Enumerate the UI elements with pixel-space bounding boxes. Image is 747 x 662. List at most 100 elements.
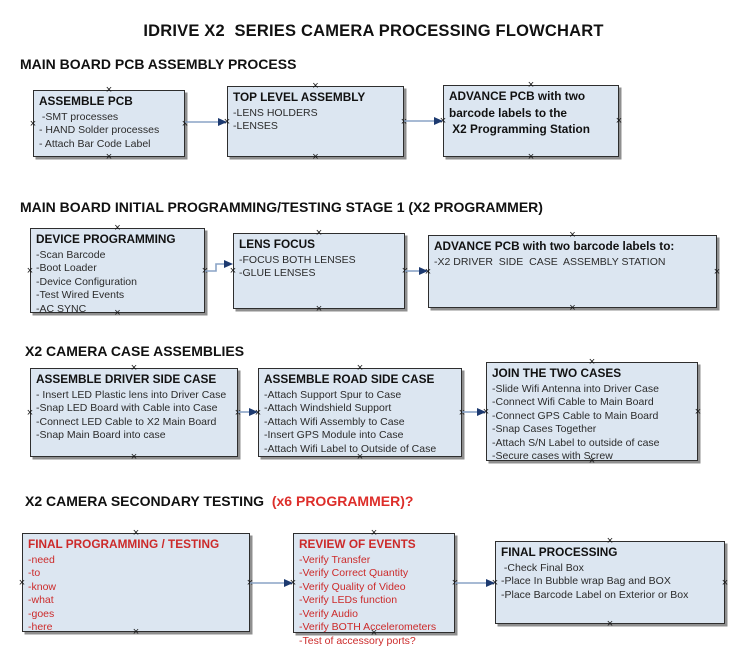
process-step: -Test of accessory ports?: [299, 634, 416, 647]
anchor-mark-icon: ×: [223, 115, 231, 128]
section-heading-secondary-testing: X2 CAMERA SECONDARY TESTING (x6 PROGRAMM…: [25, 493, 414, 509]
anchor-mark-icon: ×: [401, 265, 409, 277]
process-step: -AC SYNC: [36, 302, 87, 315]
process-step: -Snap LED Board with Cable into Case: [36, 402, 218, 415]
anchor-mark-icon: ×: [713, 265, 721, 278]
box-title: ASSEMBLE DRIVER SIDE CASE: [36, 372, 217, 386]
process-step: -Connect GPS Cable to Main Board: [492, 409, 659, 422]
step-list: -Scan Barcode-Boot Loader-Device Configu…: [36, 249, 200, 317]
anchor-mark-icon: ×: [439, 115, 447, 127]
step-list: -need-to-know-what-goes-here: [28, 554, 245, 635]
box-review-of-events: REVIEW OF EVENTS -Verify Transfer-Verify…: [290, 528, 458, 647]
anchor-mark-icon: ×: [424, 265, 432, 278]
anchor-mark-icon: ×: [527, 151, 535, 163]
page-title: IDRIVE X2 SERIES CAMERA PROCESSING FLOWC…: [143, 22, 604, 40]
anchor-mark-icon: ×: [721, 576, 729, 589]
box-device-programming: DEVICE PROGRAMMING -Scan Barcode-Boot Lo…: [27, 223, 208, 319]
anchor-mark-icon: ×: [29, 117, 37, 130]
process-step: -Snap Cases Together: [492, 423, 597, 436]
step-list: -Slide Wifi Antenna into Driver Case-Con…: [492, 383, 693, 464]
anchor-mark-icon: ×: [289, 577, 297, 589]
anchor-mark-icon: ×: [615, 115, 623, 127]
anchor-mark-icon: ×: [246, 576, 254, 589]
box-assemble-road-side-case: ASSEMBLE ROAD SIDE CASE -Attach Support …: [255, 363, 465, 463]
process-step: -Verify BOTH Accelerometers: [299, 621, 437, 634]
process-step: -LENS HOLDERS: [233, 106, 318, 119]
process-step: -Connect Wifi Cable to Main Board: [492, 396, 654, 409]
process-step: -Scan Barcode: [36, 248, 106, 261]
process-step: -Attach Support Spur to Case: [264, 388, 402, 401]
process-step: -goes: [28, 607, 55, 620]
box-assemble-pcb: ASSEMBLE PCB -SMT processes- HAND Solder…: [30, 85, 188, 163]
step-list: - Insert LED Plastic lens into Driver Ca…: [36, 389, 233, 443]
anchor-mark-icon: ×: [18, 576, 26, 589]
anchor-mark-icon: ×: [312, 151, 319, 163]
section-heading-initial-programming: MAIN BOARD INITIAL PROGRAMMING/TESTING S…: [20, 199, 543, 215]
process-step: -Test Wired Events: [36, 289, 125, 302]
box-lens-focus: LENS FOCUS -FOCUS BOTH LENSES-GLUE LENSE…: [230, 228, 408, 315]
box-top-level-assembly: TOP LEVEL ASSEMBLY -LENS HOLDERS-LENSES …: [224, 81, 407, 163]
process-step: -Boot Loader: [36, 262, 97, 275]
box-title: REVIEW OF EVENTS: [299, 537, 416, 551]
process-step: -here: [28, 621, 53, 634]
box-title: FINAL PROGRAMMING / TESTING: [28, 537, 220, 551]
anchor-mark-icon: ×: [26, 264, 34, 277]
step-list: -LENS HOLDERS-LENSES: [233, 107, 399, 134]
process-step: - Attach Bar Code Label: [39, 137, 151, 150]
anchor-mark-icon: ×: [254, 406, 262, 419]
box-title: ASSEMBLE PCB: [39, 94, 133, 108]
process-step: -Slide Wifi Antenna into Driver Case: [492, 382, 659, 395]
anchor-mark-icon: ×: [201, 264, 209, 277]
anchor-mark-icon: ×: [400, 115, 408, 128]
box-assemble-driver-side-case: ASSEMBLE DRIVER SIDE CASE - Insert LED P…: [27, 363, 241, 463]
process-step: -need: [28, 553, 55, 566]
anchor-mark-icon: ×: [606, 618, 614, 630]
process-step: -Device Configuration: [36, 275, 137, 288]
anchor-mark-icon: ×: [229, 265, 237, 277]
process-step: -Verify Quality of Video: [299, 580, 406, 593]
anchor-mark-icon: ×: [130, 451, 138, 463]
process-step: -Attach Windshield Support: [264, 402, 392, 415]
box-title: FINAL PROCESSING: [501, 545, 618, 559]
process-step: -Place In Bubble wrap Bag and BOX: [501, 575, 671, 588]
process-step: -Verify Correct Quantity: [299, 567, 409, 580]
box-final-processing: FINAL PROCESSING -Check Final Box-Place …: [492, 536, 728, 630]
connector-arrow: [185, 118, 227, 126]
box-title: DEVICE PROGRAMMING: [36, 232, 176, 246]
step-list: -X2 DRIVER SIDE CASE ASSEMBLY STATION: [434, 256, 712, 270]
box-title: TOP LEVEL ASSEMBLY: [233, 90, 366, 104]
connector-arrow: [405, 267, 428, 275]
section-heading-red-suffix: (x6 PROGRAMMER)?: [271, 493, 414, 509]
box-final-programming-testing: FINAL PROGRAMMING / TESTING -need-to-kno…: [19, 528, 253, 638]
process-step: -Insert GPS Module into Case: [264, 429, 404, 442]
process-step: -Verify LEDs function: [299, 594, 398, 607]
connector-arrow: [462, 408, 486, 416]
anchor-mark-icon: ×: [458, 406, 466, 419]
anchor-mark-icon: ×: [694, 405, 702, 418]
anchor-mark-icon: ×: [234, 406, 242, 419]
anchor-mark-icon: ×: [482, 405, 490, 418]
process-step: -FOCUS BOTH LENSES: [239, 253, 356, 266]
process-step: -Secure cases with Screw: [492, 450, 613, 463]
process-step: -to: [28, 567, 41, 580]
step-list: -SMT processes- HAND Solder processes- A…: [39, 111, 180, 152]
process-step: -Attach S/N Label to outside of case: [492, 436, 660, 449]
process-step: -Snap Main Board into case: [36, 429, 166, 442]
step-list: -Attach Support Spur to Case-Attach Wind…: [264, 389, 457, 457]
box-title: ADVANCE PCB with two barcode labels to t…: [449, 89, 590, 137]
process-step: -Check Final Box: [501, 561, 584, 574]
process-step: -know: [28, 580, 57, 593]
box-title: LENS FOCUS: [239, 237, 316, 251]
connector-arrow: [455, 579, 495, 587]
box-advance-pcb-driver-side: ADVANCE PCB with two barcode labels to: …: [425, 230, 720, 314]
box-title: ASSEMBLE ROAD SIDE CASE: [264, 372, 435, 386]
process-step: -what: [28, 594, 54, 607]
process-step: - Insert LED Plastic lens into Driver Ca…: [36, 388, 227, 401]
process-step: -Attach Wifi Label to Outside of Case: [264, 442, 437, 455]
process-step: -X2 DRIVER SIDE CASE ASSEMBLY STATION: [434, 255, 666, 268]
anchor-mark-icon: ×: [105, 151, 113, 163]
connector-arrow: [250, 579, 293, 587]
process-step: -Place Barcode Label on Exterior or Box: [501, 588, 689, 601]
anchor-mark-icon: ×: [491, 576, 499, 589]
